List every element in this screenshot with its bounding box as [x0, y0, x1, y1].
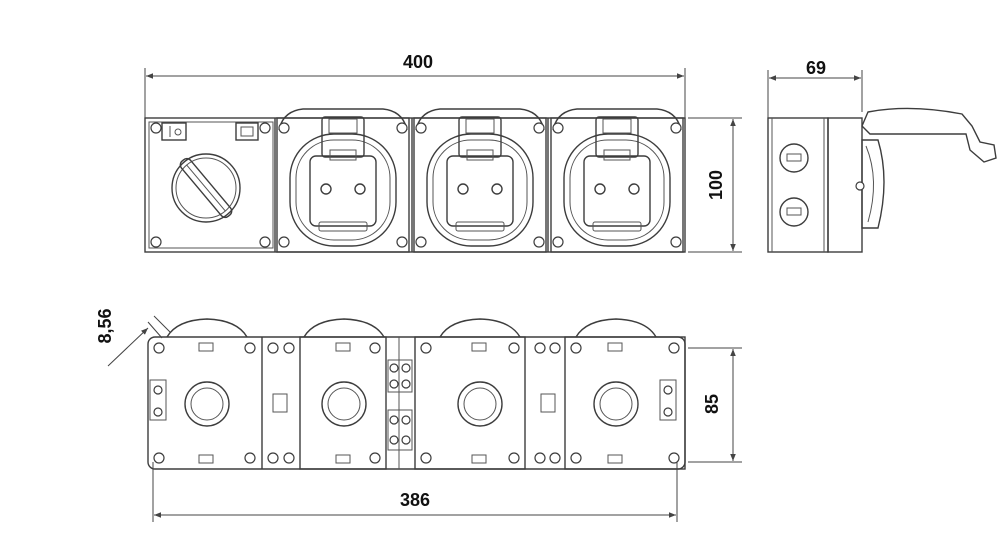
link-block-lower [387, 409, 413, 451]
switch-handle [179, 157, 233, 219]
back-socket-3 [439, 318, 521, 464]
cable-gland-bottom [779, 197, 809, 227]
dimension-depth: 69 [767, 58, 863, 118]
dimension-label-8-56: 8,56 [95, 308, 115, 343]
link-block-upper [387, 359, 413, 393]
dimension-label-100: 100 [706, 170, 726, 200]
back-view [147, 318, 686, 470]
back-socket-2 [303, 318, 385, 464]
front-socket-3 [550, 108, 684, 253]
front-socket-1 [276, 108, 410, 253]
dimension-height: 100 [688, 117, 742, 253]
back-socket-4 [575, 318, 657, 464]
side-socket-lid [861, 107, 997, 163]
dimension-label-69: 69 [806, 58, 826, 78]
cable-gland-top [779, 143, 809, 173]
dimension-mounting-distance: 386 [152, 462, 678, 522]
dimension-label-386: 386 [400, 490, 430, 510]
dimension-mounting-hole: 8,56 [95, 308, 171, 367]
dimension-label-85: 85 [702, 394, 722, 414]
dimension-overall-length: 400 [144, 52, 686, 118]
front-view [144, 108, 686, 253]
switch-symbol-off [161, 122, 187, 141]
switch-symbol-on [235, 122, 259, 141]
back-socket-1 [166, 318, 248, 464]
dimension-back-height: 85 [688, 347, 742, 463]
rotary-switch-module [150, 122, 271, 248]
back-mounting-screws [153, 342, 680, 464]
side-view [767, 107, 997, 253]
side-socket-ring [861, 139, 885, 229]
dimension-label-400: 400 [403, 52, 433, 72]
switch-dial [171, 153, 241, 223]
front-socket-2 [413, 108, 547, 253]
